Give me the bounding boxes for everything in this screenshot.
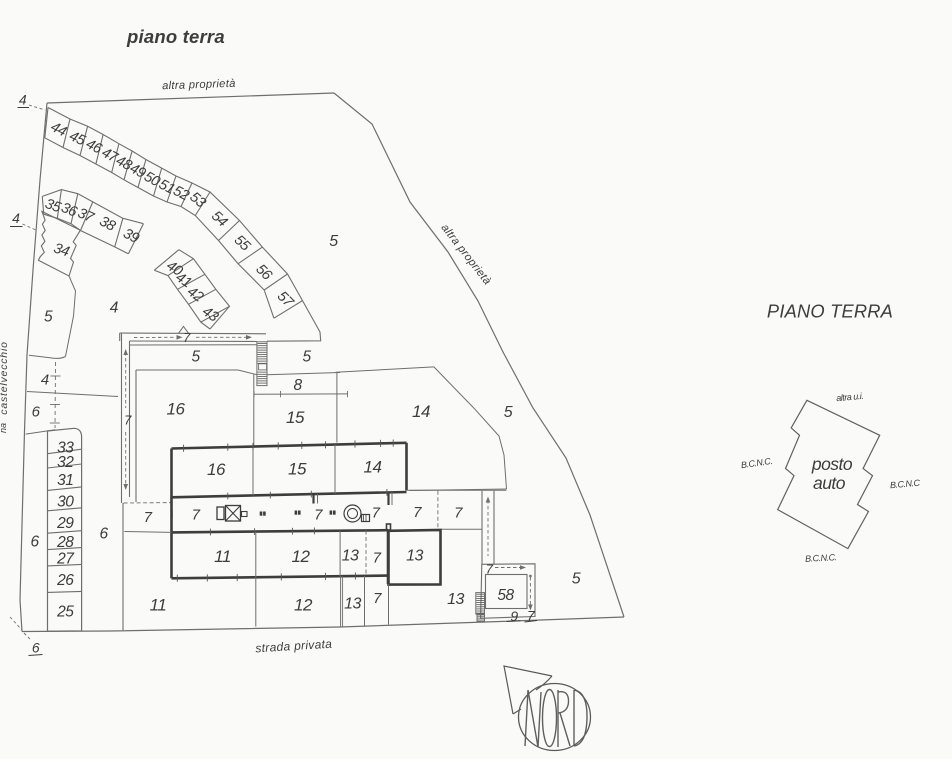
svg-text:6: 6: [32, 640, 40, 656]
svg-text:8: 8: [293, 377, 302, 394]
svg-text:5: 5: [329, 233, 338, 250]
svg-text:7: 7: [144, 509, 153, 526]
svg-text:castelvecchio: castelvecchio: [0, 341, 10, 414]
svg-text:13: 13: [447, 591, 464, 608]
svg-text:50: 50: [141, 169, 162, 191]
svg-text:posto: posto: [811, 454, 853, 474]
svg-text:7: 7: [124, 413, 132, 428]
svg-text:12: 12: [292, 547, 311, 566]
svg-text:52: 52: [170, 183, 191, 204]
svg-text:26: 26: [56, 572, 74, 589]
svg-text:7: 7: [527, 608, 536, 624]
svg-text:5: 5: [504, 404, 513, 421]
svg-text:B.C.N.C.: B.C.N.C.: [805, 552, 837, 564]
svg-text:4: 4: [19, 92, 27, 108]
svg-text:6: 6: [32, 403, 41, 420]
svg-text:35: 35: [43, 196, 64, 217]
svg-text:41: 41: [172, 269, 193, 291]
svg-text:34: 34: [52, 240, 72, 260]
svg-text:altra u.i.: altra u.i.: [836, 391, 864, 403]
svg-text:piano terra: piano terra: [126, 26, 225, 47]
svg-text:11: 11: [214, 547, 231, 566]
svg-text:13: 13: [406, 547, 423, 564]
svg-text:7: 7: [454, 504, 463, 521]
svg-text:5: 5: [44, 309, 53, 326]
svg-text:B.C.N.C.: B.C.N.C.: [740, 456, 773, 470]
svg-text:4: 4: [110, 300, 119, 317]
svg-text:9: 9: [510, 608, 518, 624]
svg-text:32: 32: [57, 454, 74, 471]
svg-text:7: 7: [373, 590, 382, 607]
svg-text:30: 30: [57, 493, 74, 510]
svg-text:49: 49: [127, 161, 148, 182]
svg-text:strada privata: strada privata: [255, 637, 333, 656]
svg-text:11: 11: [150, 596, 167, 615]
svg-text:13: 13: [344, 595, 361, 612]
svg-text:7: 7: [413, 504, 422, 521]
svg-text:28: 28: [56, 534, 74, 551]
svg-text:7: 7: [314, 506, 323, 523]
svg-text:4: 4: [12, 210, 20, 226]
svg-text:7: 7: [192, 506, 201, 523]
svg-text:13: 13: [342, 547, 359, 564]
svg-text:16: 16: [207, 460, 226, 479]
svg-text:5: 5: [302, 349, 311, 366]
svg-text:51: 51: [156, 177, 177, 198]
svg-text:B.C.N.C: B.C.N.C: [890, 478, 921, 491]
svg-text:44: 44: [48, 119, 69, 140]
svg-text:12: 12: [294, 596, 313, 615]
svg-text:altra proprietà: altra proprietà: [162, 78, 236, 93]
svg-text:6: 6: [30, 534, 39, 551]
svg-text:29: 29: [56, 515, 74, 532]
svg-text:na: na: [0, 423, 8, 433]
svg-text:7: 7: [183, 330, 191, 345]
svg-text:4: 4: [41, 371, 49, 388]
svg-text:27: 27: [56, 551, 75, 568]
svg-text:38: 38: [97, 213, 118, 234]
svg-text:PIANO TERRA: PIANO TERRA: [767, 301, 893, 322]
svg-text:48: 48: [113, 153, 134, 174]
svg-text:auto: auto: [813, 473, 846, 493]
svg-text:7: 7: [373, 549, 382, 566]
svg-text:15: 15: [286, 408, 305, 427]
svg-text:14: 14: [412, 402, 430, 421]
svg-text:7: 7: [372, 504, 381, 521]
svg-text:33: 33: [57, 439, 74, 456]
svg-text:58: 58: [497, 587, 514, 604]
svg-text:16: 16: [167, 400, 186, 419]
svg-text:31: 31: [57, 472, 73, 489]
svg-text:25: 25: [56, 604, 74, 621]
svg-text:39: 39: [120, 226, 141, 247]
svg-text:7: 7: [486, 562, 494, 577]
svg-text:14: 14: [364, 458, 382, 477]
svg-text:15: 15: [288, 460, 307, 479]
svg-text:5: 5: [572, 570, 581, 587]
svg-text:5: 5: [191, 349, 200, 366]
svg-text:6: 6: [99, 526, 108, 543]
